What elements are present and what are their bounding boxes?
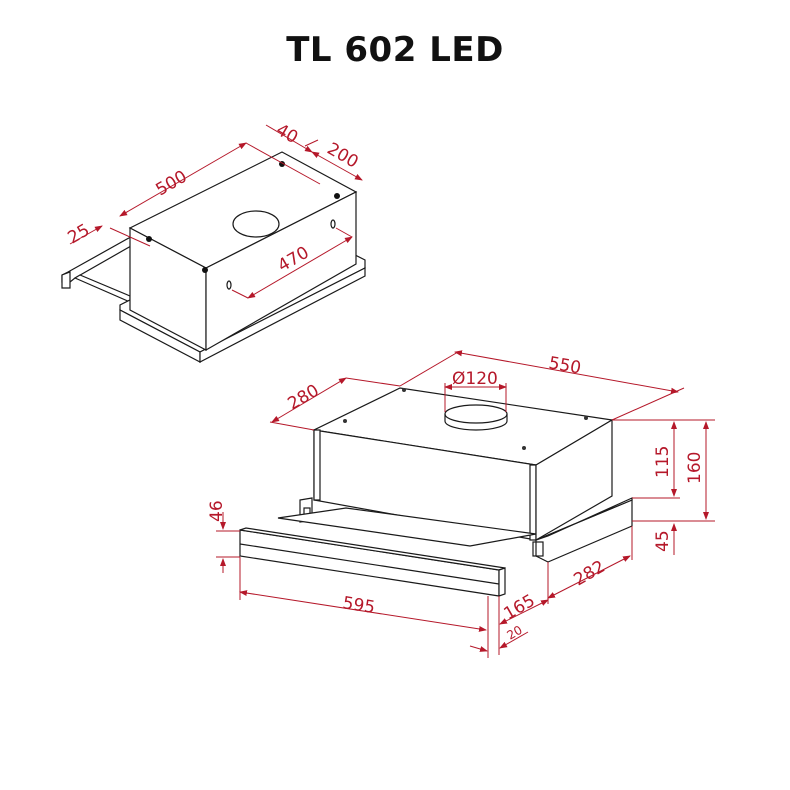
- svg-text:200: 200: [324, 139, 362, 173]
- page-title: TL 602 LED: [286, 30, 504, 70]
- svg-text:115: 115: [653, 446, 673, 478]
- svg-text:550: 550: [547, 353, 582, 378]
- svg-text:Ø120: Ø120: [452, 369, 498, 389]
- svg-text:282: 282: [571, 557, 609, 591]
- front-view-hood: [239, 387, 633, 597]
- svg-text:20: 20: [505, 623, 525, 643]
- svg-text:595: 595: [341, 593, 376, 618]
- svg-text:280: 280: [285, 381, 323, 415]
- svg-text:46: 46: [207, 500, 227, 522]
- svg-text:160: 160: [685, 452, 705, 484]
- svg-text:45: 45: [653, 530, 673, 552]
- svg-text:25: 25: [65, 220, 94, 248]
- svg-text:40: 40: [273, 120, 302, 148]
- svg-text:165: 165: [501, 591, 539, 625]
- svg-text:500: 500: [153, 167, 191, 201]
